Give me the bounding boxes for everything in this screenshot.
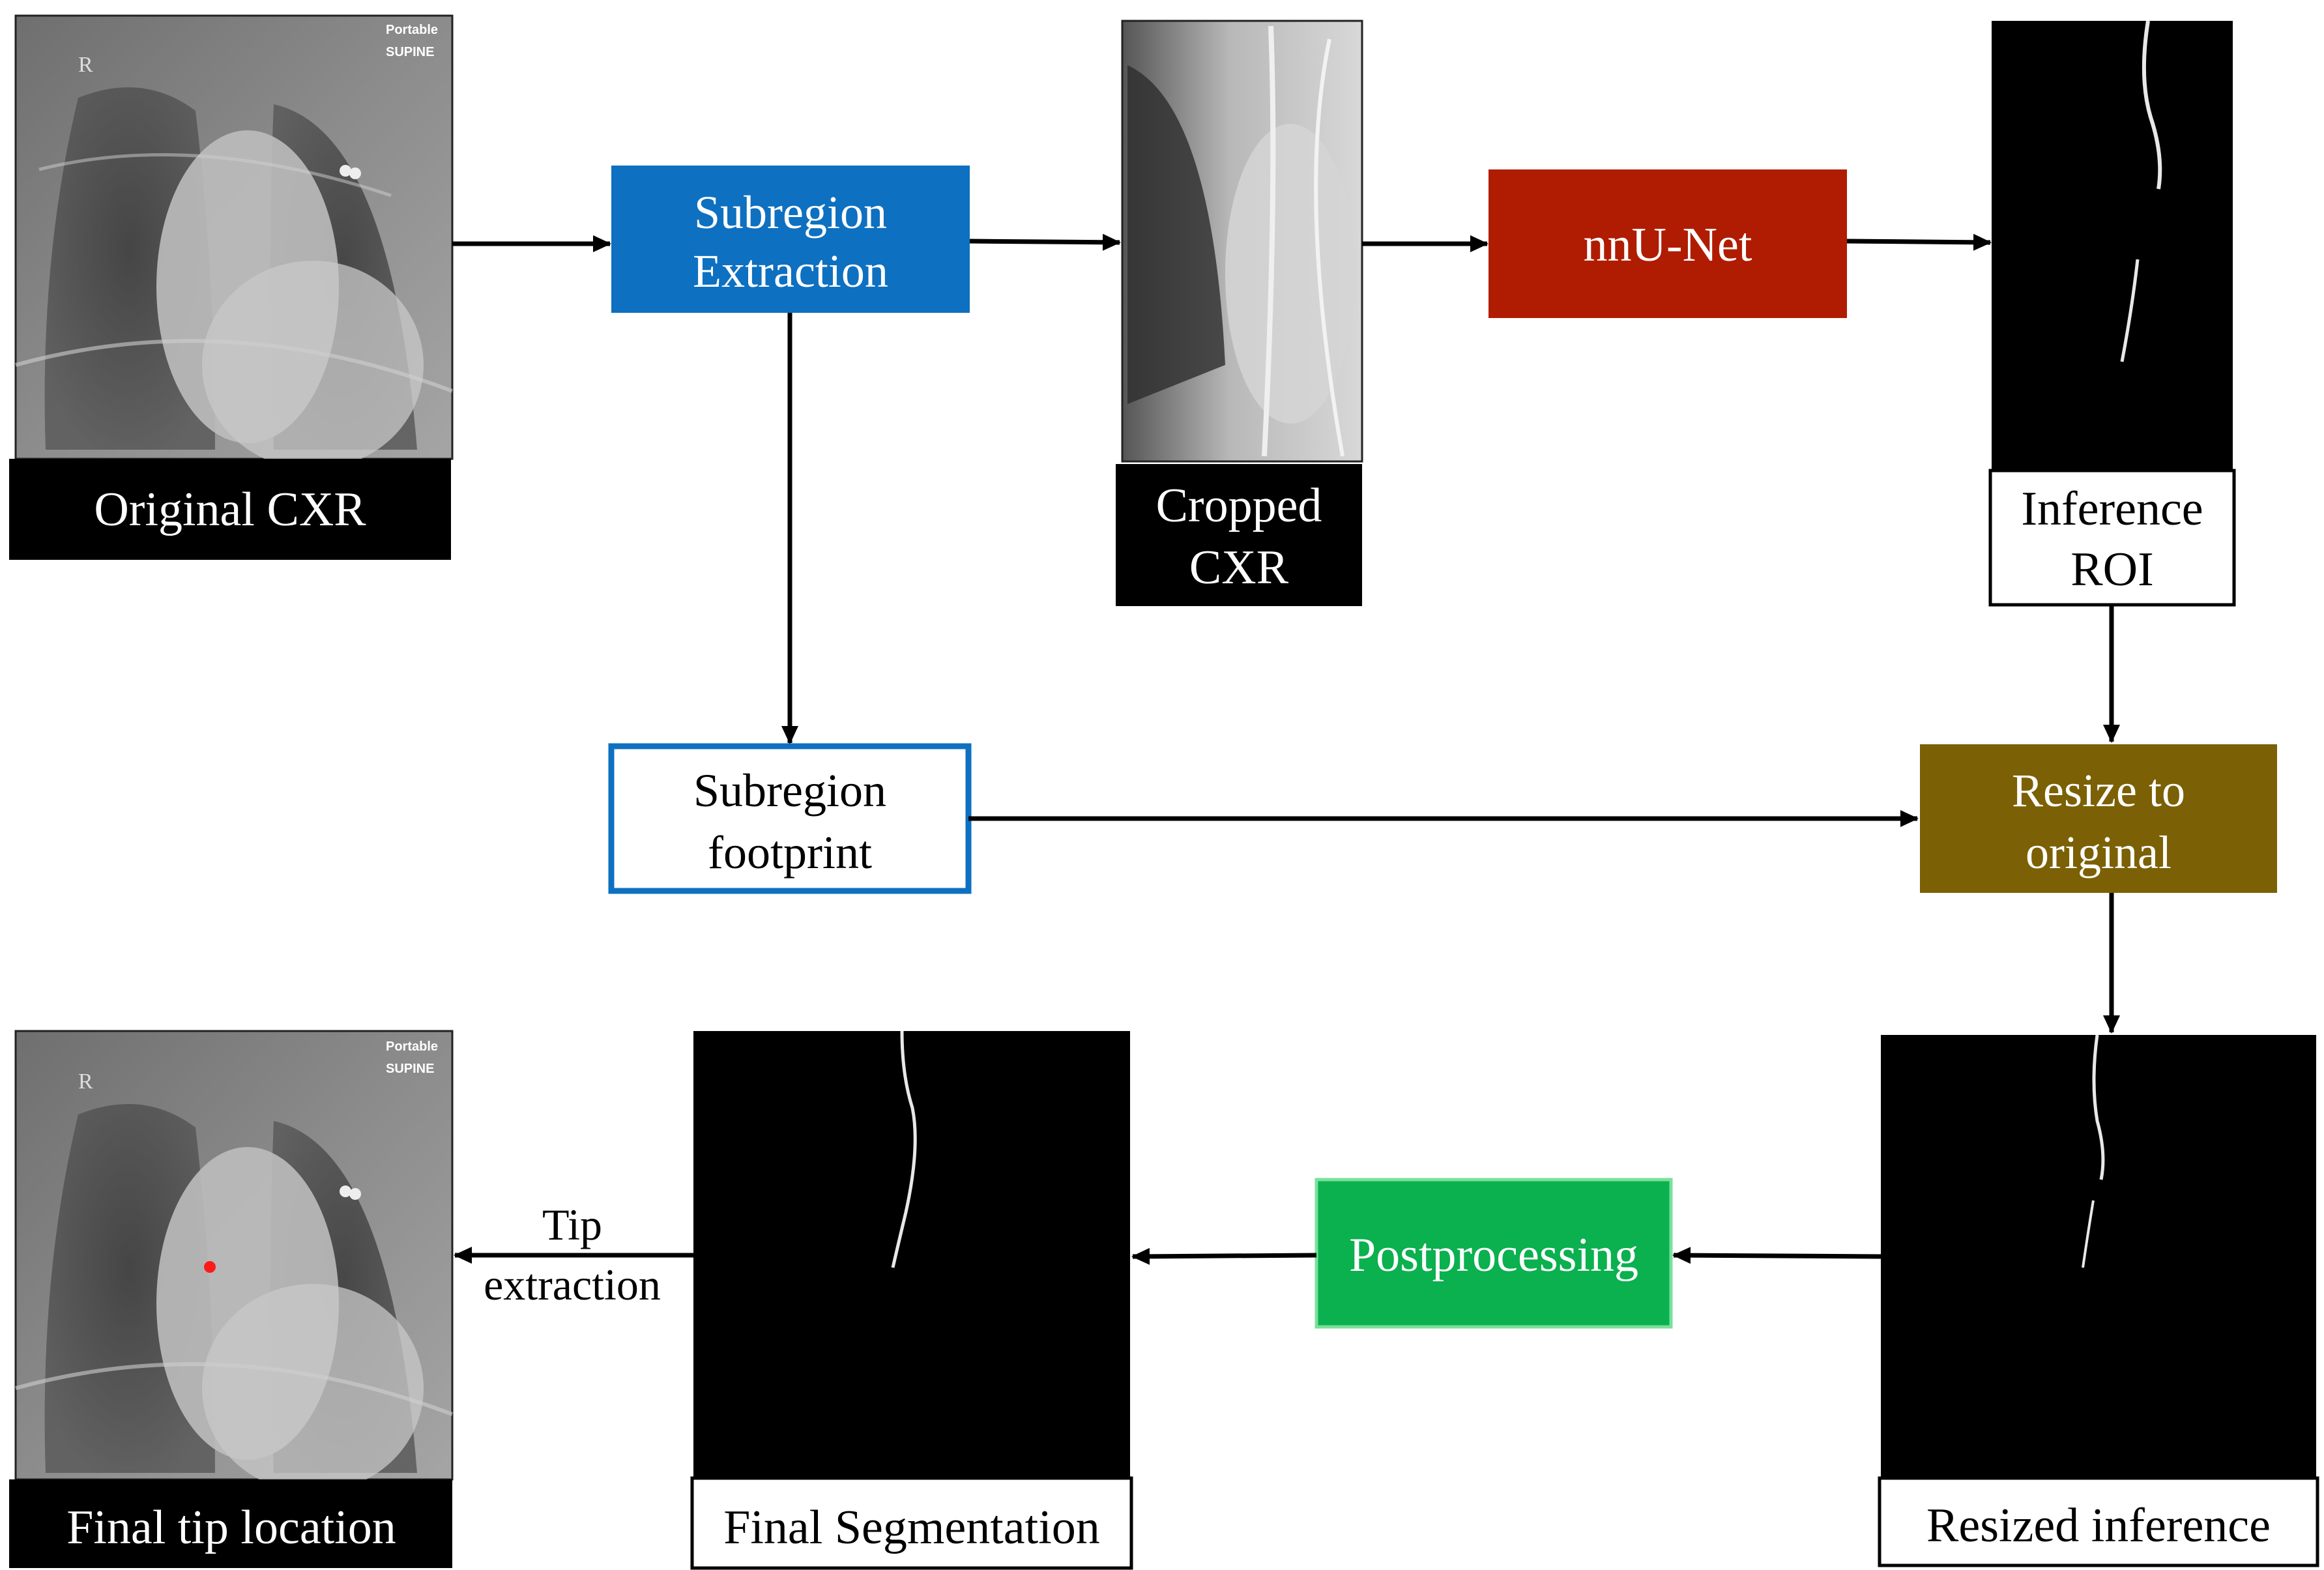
nnunet-step: nnU-Net	[1489, 169, 1847, 318]
original-cxr-label: Original CXR	[94, 483, 366, 536]
final-segmentation-image	[693, 1030, 1130, 1478]
inference-roi-image	[1992, 20, 2233, 469]
subregion-footprint-line1: Subregion	[693, 764, 886, 817]
original-cxr-overlay-top: Portable	[386, 23, 438, 37]
original-cxr-image: R Portable SUPINE	[14, 14, 454, 469]
arrow-postprocessing-to-segmentation	[1131, 1247, 1317, 1265]
arrow-extraction-to-cropped	[969, 233, 1121, 251]
subregion-footprint-line2: footprint	[708, 826, 872, 879]
nnunet-label: nnU-Net	[1584, 218, 1752, 272]
resized-inference-image	[1881, 1034, 2316, 1478]
final-tip-overlay-top: Portable	[386, 1039, 438, 1054]
original-cxr-marker: R	[78, 53, 93, 77]
final-tip-image: R Portable SUPINE	[14, 1030, 454, 1492]
arrow-nnunet-to-roi	[1846, 233, 1992, 251]
resized-inference-caption: Resized inference	[1878, 1476, 2319, 1567]
resize-to-original-line1: Resize to	[2012, 764, 2185, 817]
final-tip-label: Final tip location	[66, 1501, 396, 1554]
tip-extraction-label-line2: extraction	[484, 1260, 661, 1309]
postprocessing-step: Postprocessing	[1315, 1178, 1673, 1329]
subregion-footprint-step: Subregion footprint	[608, 743, 972, 894]
arrow-resized-to-postprocessing	[1672, 1247, 1881, 1264]
resized-inference-label: Resized inference	[1926, 1499, 2271, 1552]
inference-roi-label-line2: ROI	[2070, 543, 2153, 596]
resize-to-original-step: Resize to original	[1920, 744, 2277, 893]
postprocessing-label: Postprocessing	[1349, 1228, 1638, 1282]
final-tip-caption: Final tip location	[9, 1479, 452, 1568]
subregion-extraction-line1: Subregion	[694, 186, 887, 239]
final-segmentation-caption: Final Segmentation	[690, 1476, 1133, 1570]
tip-extraction-label-line1: Tip	[542, 1200, 602, 1249]
original-cxr-caption: Original CXR	[9, 459, 451, 560]
final-tip-overlay-bottom: SUPINE	[386, 1062, 434, 1076]
cropped-cxr-image	[1121, 20, 1363, 463]
final-segmentation-label: Final Segmentation	[723, 1501, 1100, 1554]
arrows	[452, 233, 2120, 1265]
original-cxr-overlay-bottom: SUPINE	[386, 45, 434, 59]
final-tip-marker: R	[78, 1069, 93, 1094]
tip-location-marker	[204, 1261, 216, 1273]
cropped-cxr-caption: Cropped CXR	[1116, 464, 1362, 606]
inference-roi-label-line1: Inference	[2021, 482, 2203, 536]
subregion-extraction-step: Subregion Extraction	[611, 166, 970, 313]
cropped-cxr-label-line2: CXR	[1189, 541, 1289, 594]
cropped-cxr-label-line1: Cropped	[1156, 479, 1322, 532]
subregion-extraction-line2: Extraction	[693, 245, 888, 297]
inference-roi-caption: Inference ROI	[1988, 469, 2236, 607]
resize-to-original-line2: original	[2026, 826, 2171, 879]
